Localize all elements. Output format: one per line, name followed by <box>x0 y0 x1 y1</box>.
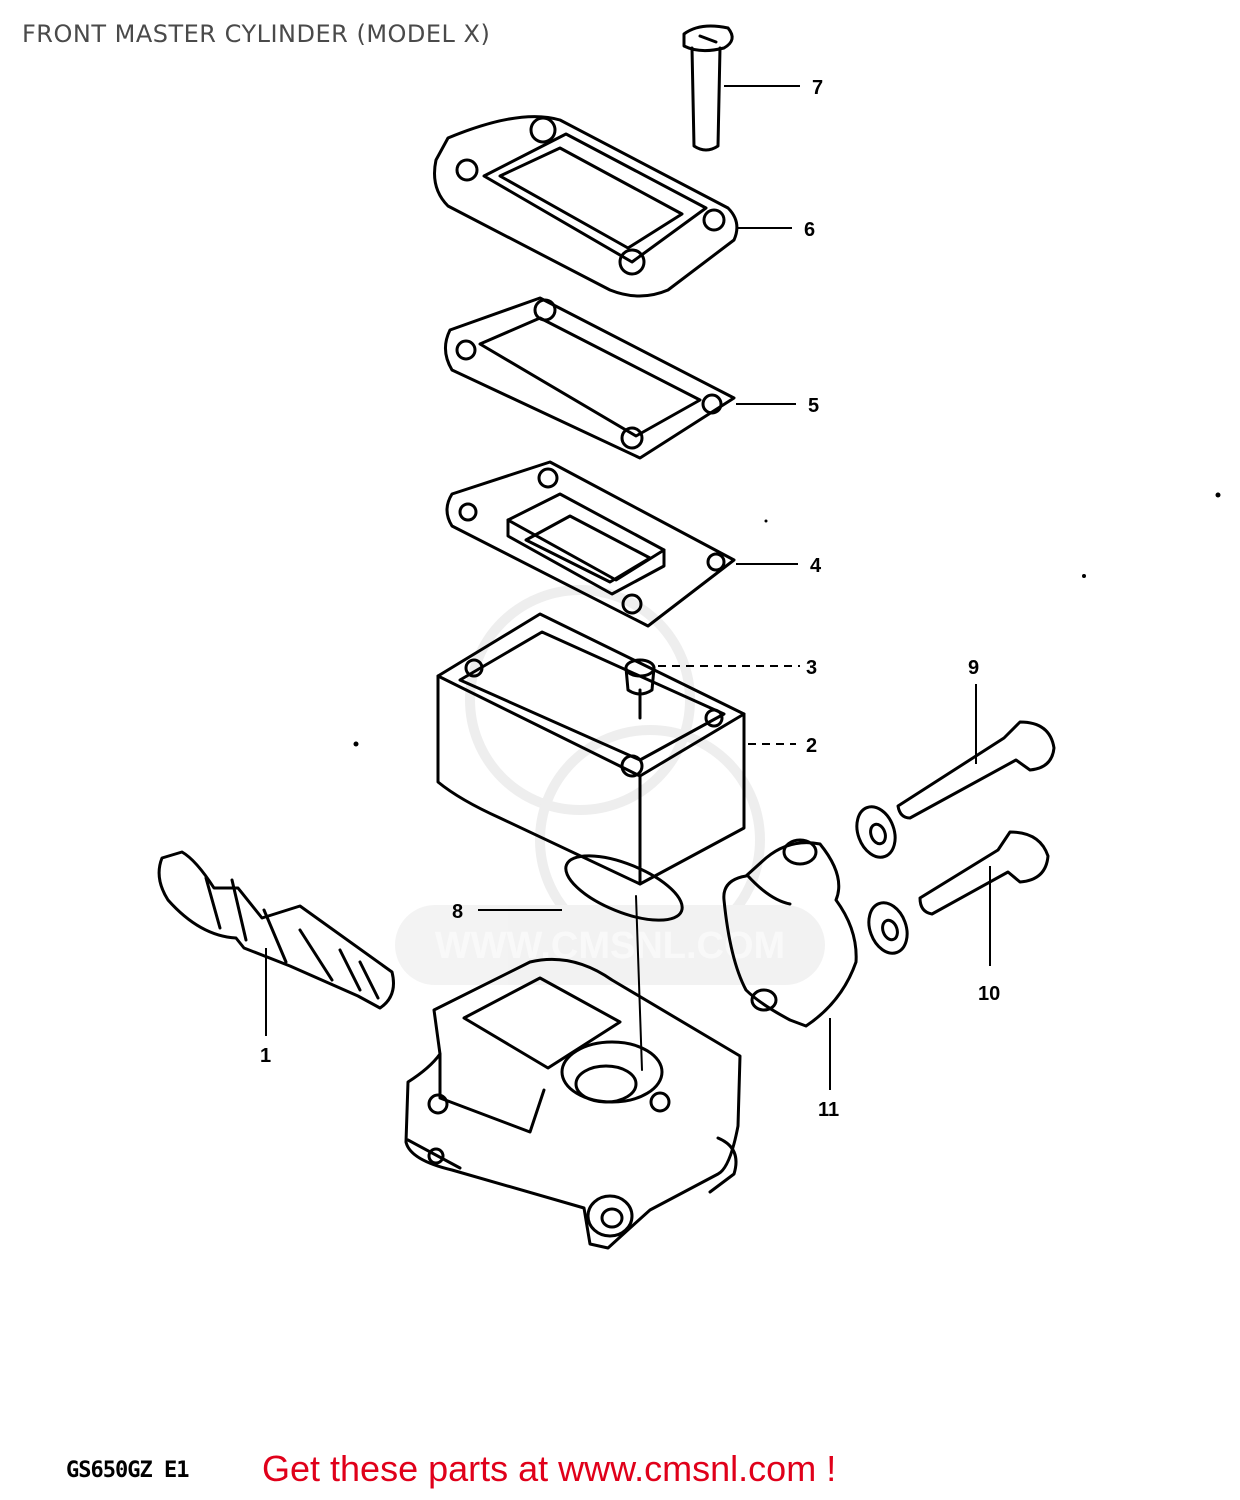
part-label-1: 1 <box>260 1045 271 1067</box>
part-label-6: 6 <box>804 219 815 241</box>
reservoir-part-2 <box>436 612 746 886</box>
washer-part-10 <box>867 901 909 955</box>
watermark-text: WWW.CMSNL.COM <box>435 925 785 967</box>
cap-part-6 <box>433 115 739 298</box>
part-label-9: 9 <box>968 657 979 679</box>
part-label-5: 5 <box>808 395 819 417</box>
center-axis-line <box>635 895 643 1071</box>
diagram-code: GS650GZ E1 <box>66 1458 189 1483</box>
part-label-3: 3 <box>806 657 817 679</box>
plate-part-5 <box>444 296 736 460</box>
diaphragm-part-4 <box>445 460 736 628</box>
part-label-2: 2 <box>806 735 817 757</box>
bolt-part-10 <box>918 830 1050 916</box>
part-label-10: 10 <box>978 983 1000 1005</box>
bolt-part-9 <box>896 720 1056 820</box>
watermark-logo <box>395 585 825 985</box>
piston-part-1 <box>157 850 395 1010</box>
part-label-4: 4 <box>810 555 822 577</box>
plate-part-3 <box>624 658 656 720</box>
page-title: FRONT MASTER CYLINDER (MODEL X) <box>22 20 491 48</box>
part-label-8: 8 <box>452 901 463 923</box>
part-label-11: 11 <box>818 1099 839 1121</box>
master-cylinder-body <box>404 957 742 1250</box>
oring-part-8 <box>564 854 684 922</box>
washer-part-9 <box>855 805 897 859</box>
screw-part-7 <box>682 24 734 152</box>
clamp-part-11 <box>722 838 858 1028</box>
parts-link[interactable]: Get these parts at www.cmsnl.com ! <box>262 1448 837 1489</box>
part-label-7: 7 <box>812 77 823 99</box>
